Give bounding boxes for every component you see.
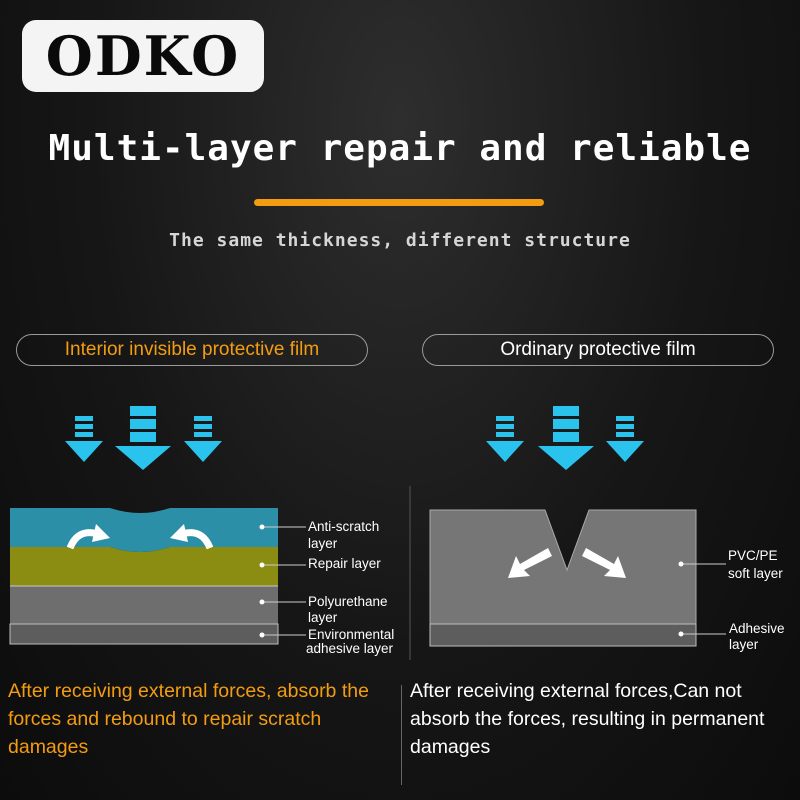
- repair-layer: [10, 547, 278, 586]
- page-headline: Multi-layer repair and reliable: [48, 128, 752, 169]
- force-arrow-icon: [538, 406, 594, 470]
- anti-scratch-label: Anti-scratch: [308, 519, 379, 534]
- push-arrow-icon: [582, 548, 626, 578]
- adhesive-label: Environmental: [308, 627, 394, 642]
- force-arrow-icon: [65, 416, 103, 462]
- force-arrow-icon: [115, 406, 171, 470]
- structure-diagram: Anti-scratch layer Repair layer Polyuret…: [9, 406, 785, 660]
- adhesive-label: adhesive layer: [306, 641, 394, 656]
- anti-scratch-label: layer: [308, 536, 338, 551]
- pvc-pe-layer: [429, 509, 697, 625]
- pvc-pe-label: soft layer: [728, 566, 783, 581]
- push-arrow-icon: [508, 548, 552, 578]
- force-arrow-icon: [486, 416, 524, 462]
- right-panel-caption: After receiving external forces,Can not …: [410, 680, 765, 758]
- left-panel-caption: After receiving external forces, absorb …: [8, 680, 369, 758]
- polyurethane-label: layer: [308, 610, 338, 625]
- page-subheadline: The same thickness, different structure: [169, 230, 631, 251]
- left-panel-title: Interior invisible protective film: [16, 334, 368, 366]
- right-panel-title: Ordinary protective film: [422, 334, 774, 366]
- force-arrow-icon: [606, 416, 644, 462]
- caption-divider: [401, 685, 402, 785]
- repair-layer-label: Repair layer: [308, 556, 381, 571]
- polyurethane-label: Polyurethane: [308, 594, 388, 609]
- brand-logo: ODKO: [22, 20, 264, 92]
- adhesive-layer-label: Adhesive: [729, 621, 785, 636]
- accent-divider: [254, 199, 544, 206]
- pvc-pe-label: PVC/PE: [728, 548, 778, 563]
- anti-scratch-layer: [10, 508, 278, 552]
- adhesive-layer: [429, 623, 697, 647]
- adhesive-layer-label: layer: [729, 637, 759, 652]
- force-arrow-icon: [184, 416, 222, 462]
- environmental-adhesive-layer: [9, 623, 279, 645]
- polyurethane-layer: [10, 586, 278, 624]
